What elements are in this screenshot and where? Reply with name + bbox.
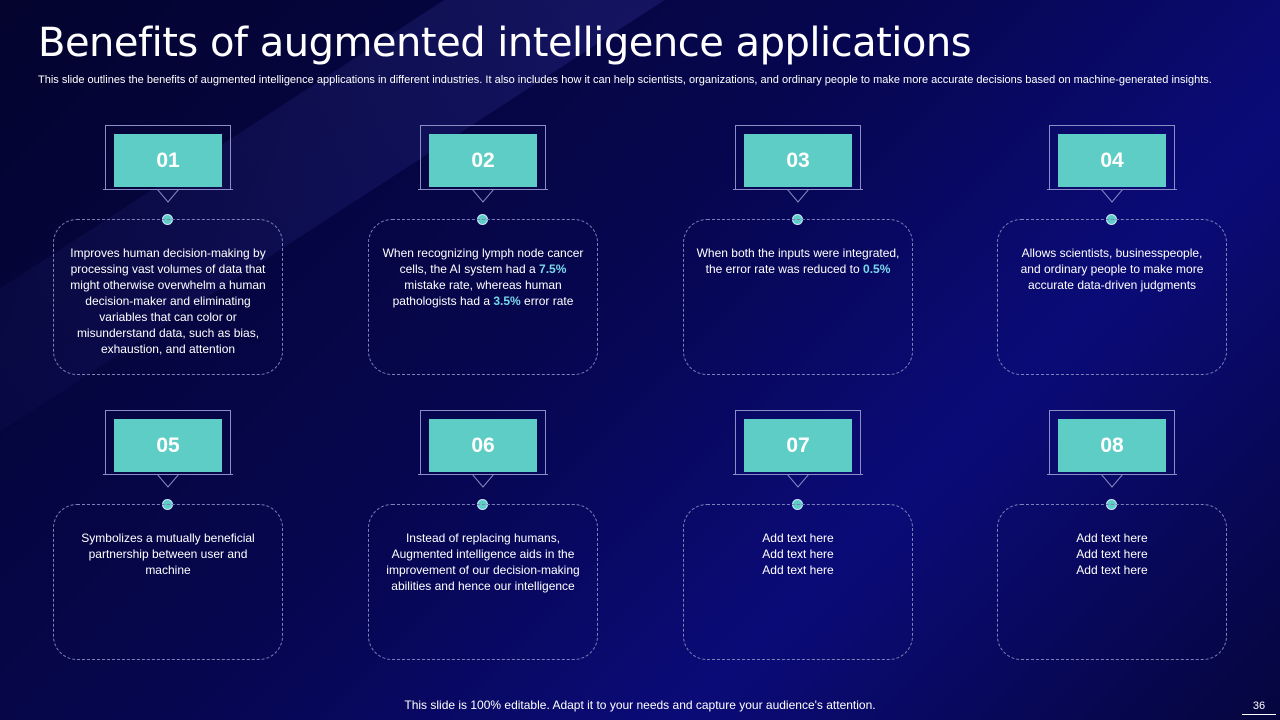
- benefit-text: Improves human decision-making by proces…: [70, 246, 266, 356]
- benefit-card-01: 01 Improves human decision-making by pro…: [53, 125, 283, 375]
- benefit-card-03: 03 When both the inputs were integrated,…: [683, 125, 913, 375]
- frame-baseline: [418, 474, 548, 475]
- pointer-icon: [787, 474, 809, 488]
- placeholder-text-line: Add text here: [762, 563, 834, 577]
- number-frame: [735, 125, 861, 189]
- frame-baseline: [1047, 474, 1177, 475]
- frame-baseline: [418, 189, 548, 190]
- benefit-text: When recognizing lymph node cancer cells…: [381, 245, 585, 309]
- benefit-text: When both the inputs were integrated, th…: [696, 245, 900, 277]
- benefit-text-part: When both the inputs were integrated, th…: [696, 246, 900, 276]
- pointer-icon: [157, 474, 179, 488]
- number-frame: [1049, 125, 1175, 189]
- benefit-card-07: 07 Add text here Add text here Add text …: [683, 410, 913, 660]
- slide-footer: This slide is 100% editable. Adapt it to…: [404, 698, 876, 712]
- number-frame: [105, 410, 231, 474]
- benefit-card-08: 08 Add text here Add text here Add text …: [997, 410, 1227, 660]
- number-frame: [1049, 410, 1175, 474]
- number-frame: [420, 125, 546, 189]
- frame-baseline: [103, 189, 233, 190]
- highlight-stat: 3.5%: [493, 294, 521, 308]
- frame-baseline: [1047, 189, 1177, 190]
- benefit-card-04: 04 Allows scientists, businesspeople, an…: [997, 125, 1227, 375]
- frame-baseline: [733, 474, 863, 475]
- benefit-text-part: mistake rate, whereas human pathologists…: [392, 278, 562, 308]
- benefit-text: Symbolizes a mutually beneficial partner…: [81, 531, 255, 577]
- benefit-text-box: Symbolizes a mutually beneficial partner…: [53, 504, 283, 660]
- placeholder-text-line: Add text here: [1076, 531, 1148, 545]
- number-frame: [105, 125, 231, 189]
- placeholder-text-line: Add text here: [1076, 547, 1148, 561]
- card-number: 05: [114, 419, 222, 472]
- card-number: 03: [744, 134, 852, 187]
- highlight-stat: 7.5%: [539, 262, 567, 276]
- frame-baseline: [103, 474, 233, 475]
- benefit-text-part: When recognizing lymph node cancer cells…: [382, 246, 584, 276]
- card-number: 08: [1058, 419, 1166, 472]
- number-frame: [420, 410, 546, 474]
- pointer-icon: [1101, 474, 1123, 488]
- benefit-card-06: 06 Instead of replacing humans, Augmente…: [368, 410, 598, 660]
- benefit-text-box: Add text here Add text here Add text her…: [683, 504, 913, 660]
- slide-title: Benefits of augmented intelligence appli…: [38, 20, 972, 66]
- benefit-card-05: 05 Symbolizes a mutually beneficial part…: [53, 410, 283, 660]
- card-number: 01: [114, 134, 222, 187]
- pointer-icon: [1101, 189, 1123, 203]
- benefit-card-02: 02 When recognizing lymph node cancer ce…: [368, 125, 598, 375]
- pointer-icon: [787, 189, 809, 203]
- frame-baseline: [733, 189, 863, 190]
- card-number: 02: [429, 134, 537, 187]
- benefit-text: Instead of replacing humans, Augmented i…: [386, 531, 580, 593]
- benefit-text-box: When recognizing lymph node cancer cells…: [368, 219, 598, 375]
- benefit-text-part: error rate: [520, 294, 574, 308]
- card-number: 04: [1058, 134, 1166, 187]
- benefit-text-box: Improves human decision-making by proces…: [53, 219, 283, 375]
- benefit-text-box: Instead of replacing humans, Augmented i…: [368, 504, 598, 660]
- placeholder-text-line: Add text here: [762, 531, 834, 545]
- pointer-icon: [472, 474, 494, 488]
- benefit-text-box: Add text here Add text here Add text her…: [997, 504, 1227, 660]
- benefit-text-box: When both the inputs were integrated, th…: [683, 219, 913, 375]
- card-number: 07: [744, 419, 852, 472]
- pointer-icon: [157, 189, 179, 203]
- benefit-text: Allows scientists, businesspeople, and o…: [1020, 246, 1204, 292]
- benefit-text-box: Allows scientists, businesspeople, and o…: [997, 219, 1227, 375]
- placeholder-text-line: Add text here: [762, 547, 834, 561]
- card-number: 06: [429, 419, 537, 472]
- placeholder-text-line: Add text here: [1076, 563, 1148, 577]
- page-number: 36: [1242, 700, 1276, 715]
- slide-subtitle: This slide outlines the benefits of augm…: [38, 74, 1212, 86]
- pointer-icon: [472, 189, 494, 203]
- number-frame: [735, 410, 861, 474]
- highlight-stat: 0.5%: [863, 262, 891, 276]
